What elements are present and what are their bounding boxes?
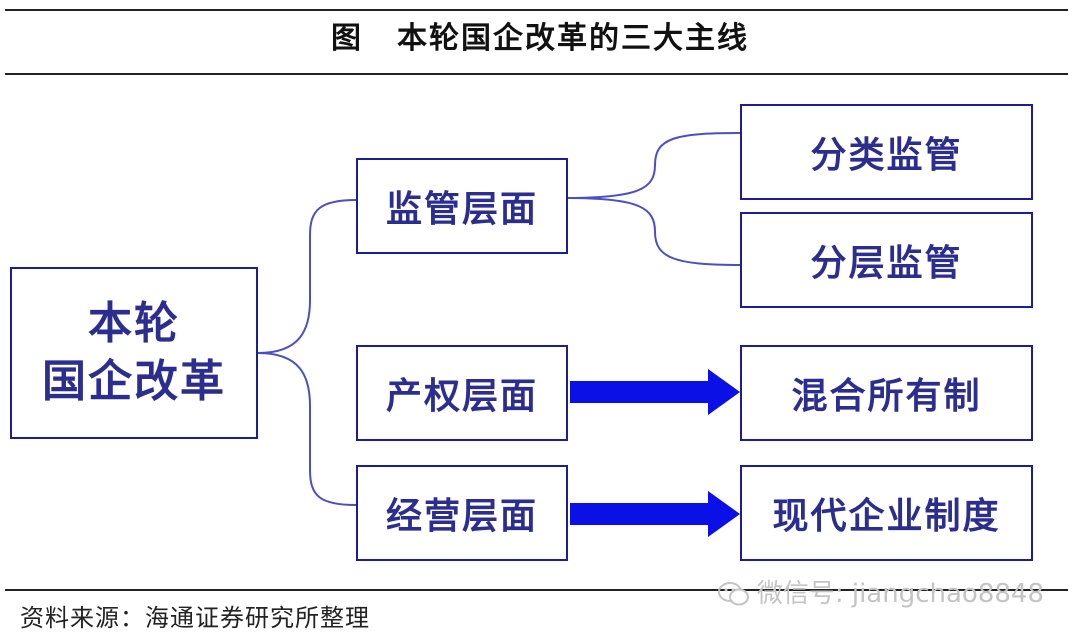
node-supervision-label: 监管层面 — [385, 189, 538, 230]
node-classified-label: 分类监管 — [810, 135, 963, 176]
node-operation-label: 经营层面 — [385, 496, 538, 537]
node-modern-label: 现代企业制度 — [772, 496, 1001, 537]
figure-title: 图本轮国企改革的三大主线 — [0, 14, 1080, 64]
connector-supervision-tiered — [567, 197, 741, 266]
node-property-label: 产权层面 — [385, 376, 538, 417]
connector-supervision-classified — [567, 132, 741, 199]
arrow-operation-modern — [570, 491, 740, 537]
node-mixed-label: 混合所有制 — [791, 376, 982, 417]
bottom-rule — [5, 589, 1068, 591]
node-property: 产权层面 — [356, 345, 568, 441]
node-mixed: 混合所有制 — [740, 345, 1033, 441]
node-supervision: 监管层面 — [356, 158, 568, 254]
connector-root-operation — [257, 352, 357, 506]
figure-title-text: 本轮国企改革的三大主线 — [397, 21, 749, 56]
source-note: 资料来源：海通证券研究所整理 — [20, 604, 370, 632]
connector-root-supervision — [257, 199, 357, 354]
arrow-property-mixed — [570, 369, 740, 415]
title-rule — [5, 73, 1068, 75]
watermark-text: 微信号: jiangchao8848 — [756, 579, 1044, 609]
node-root-line-1: 本轮 — [88, 298, 180, 349]
top-rule — [5, 9, 1068, 11]
node-operation: 经营层面 — [356, 465, 568, 561]
node-tiered: 分层监管 — [740, 212, 1033, 308]
node-root-line-2: 国企改革 — [42, 356, 226, 407]
node-tiered-label: 分层监管 — [810, 243, 963, 284]
node-modern: 现代企业制度 — [740, 465, 1033, 561]
wechat-icon — [717, 582, 749, 606]
node-root: 本轮 国企改革 — [10, 267, 258, 439]
figure-label: 图 — [331, 21, 363, 56]
watermark: 微信号: jiangchao8848 — [717, 576, 1044, 612]
node-classified: 分类监管 — [740, 104, 1033, 200]
